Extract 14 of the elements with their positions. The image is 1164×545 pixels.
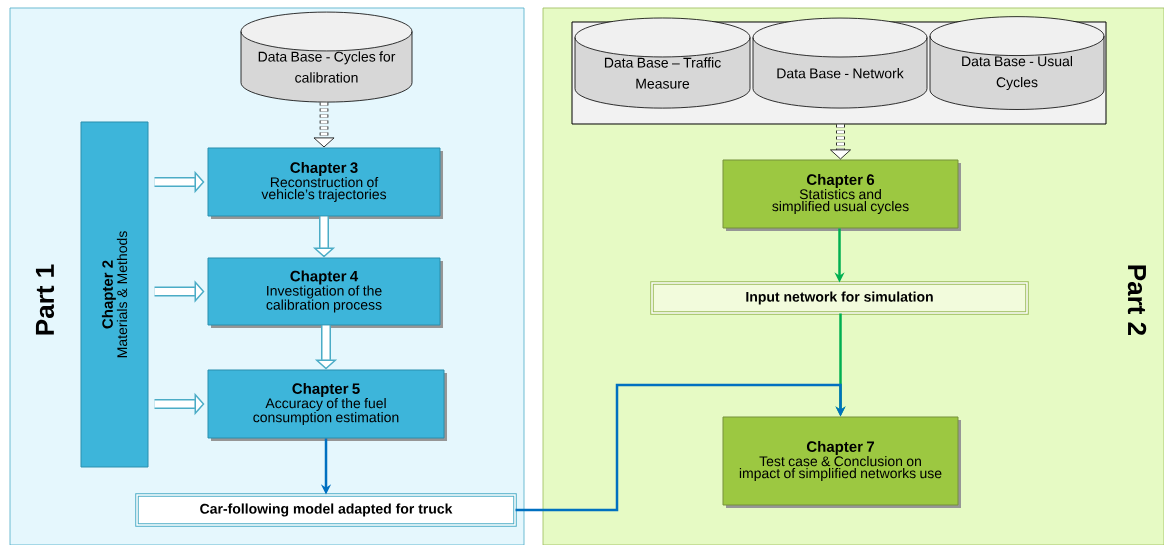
database-cylinder: Data Base - Network: [752, 17, 928, 109]
database-cylinder: Data Base - Cycles for calibration: [240, 11, 413, 103]
result-box: Input network for simulation: [650, 281, 1029, 315]
chapter-box: Chapter 4 Investigation of the calibration process: [207, 257, 443, 328]
chapter-bar: Chapter 2 Materials & Methods: [80, 121, 149, 468]
chapter-box: Chapter 7 Test case & Conclusion on impact of simplified networks use: [722, 416, 961, 508]
connector-arrow: [515, 383, 846, 512]
database-cylinder: Data Base - Usual Cycles: [929, 16, 1105, 110]
chapter-box: Chapter 6 Statistics and simplified usual cycles: [722, 159, 961, 231]
chapter-box: Chapter 5 Accuracy of the fuel consumption estimation: [207, 369, 447, 441]
result-box: Car-following model adapted for truck: [135, 493, 517, 527]
block-arrow: [313, 102, 335, 148]
chapter-box: Chapter 3 Reconstruction of vehicle’s trajectories: [207, 147, 443, 219]
database-cylinder: Data Base – Traffic Measure: [574, 17, 751, 109]
